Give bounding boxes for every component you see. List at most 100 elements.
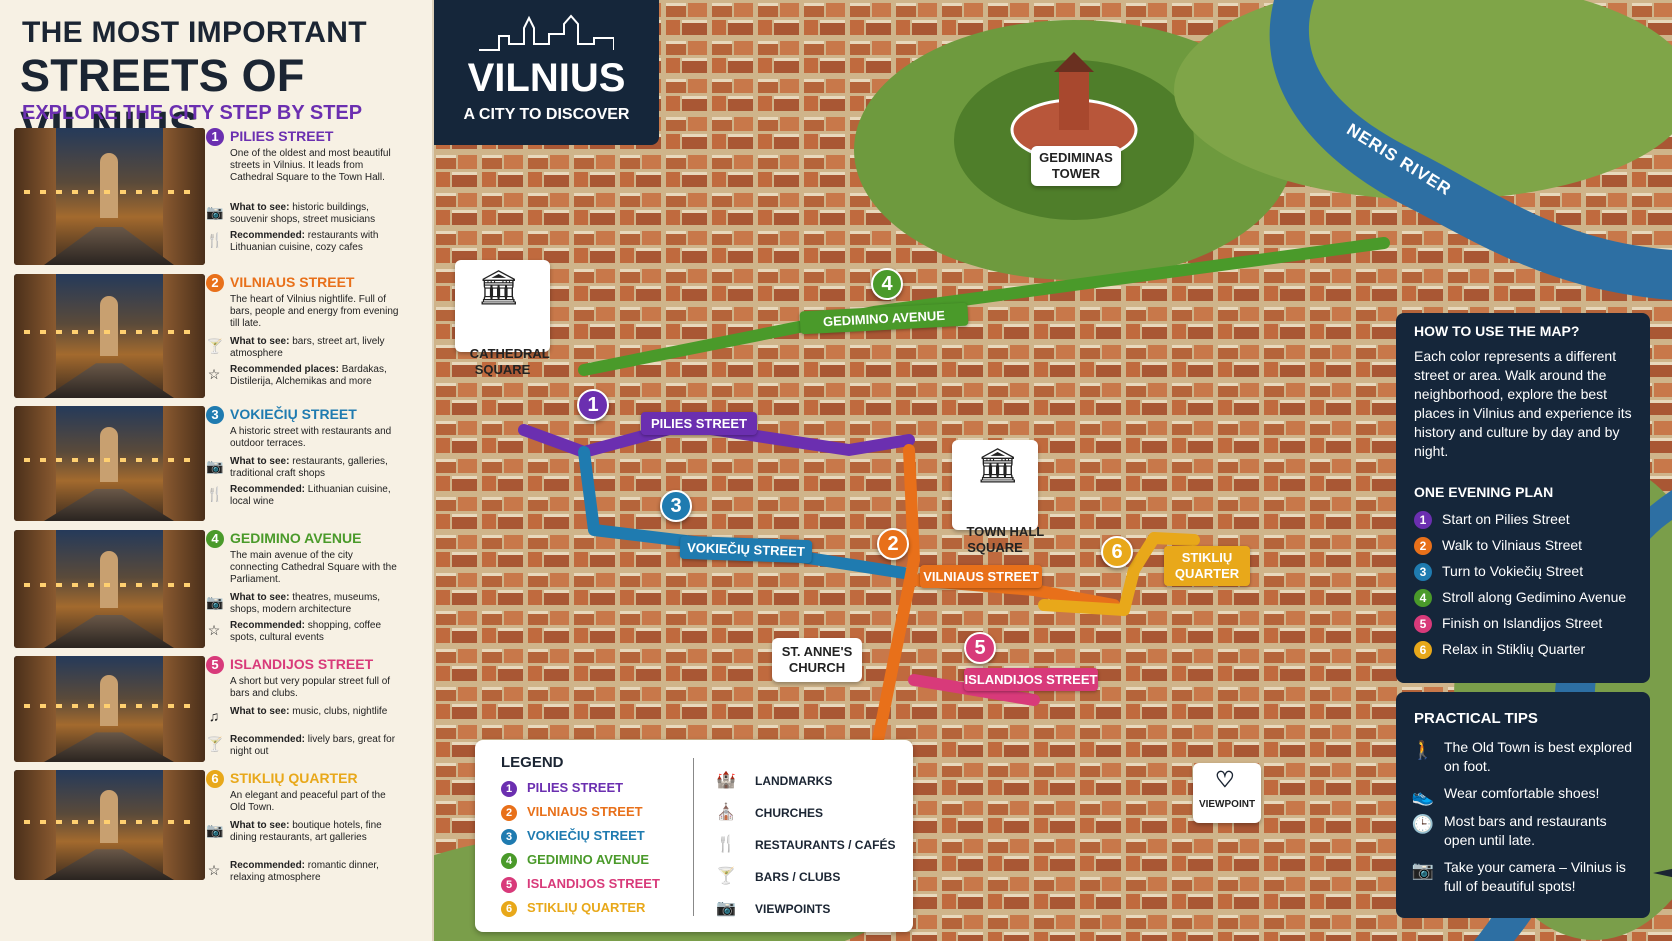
recommended-label: Recommended: xyxy=(230,860,306,871)
what-to-see: What to see: music, clubs, nightlife xyxy=(230,706,400,718)
street-description: The heart of Vilnius nightlife. Full of … xyxy=(230,294,399,329)
town-hall-square-label[interactable]: 🏛 TOWN HALL SQUARE xyxy=(952,440,1044,555)
cutlery-icon: 🍴 xyxy=(206,486,224,502)
street-number-badge: 5 xyxy=(206,656,224,674)
plan-step-text: Turn to Vokiečių Street xyxy=(1442,563,1584,579)
cathedral-square-text: CATHEDRAL SQUARE xyxy=(469,346,550,377)
street-label-badge[interactable]: VILNIAUS STREET xyxy=(920,565,1042,588)
what-to-see-text: theatres, museums, shops, modern archite… xyxy=(230,592,381,615)
street-name: PILIES STREET xyxy=(230,128,334,144)
street-label-badge[interactable]: STIKLIŲ QUARTER xyxy=(1164,546,1250,586)
cathedral-icon: 🏛 xyxy=(477,269,521,307)
legend-street-label: STIKLIŲ QUARTER xyxy=(527,900,646,915)
street-number-pin[interactable]: 5 xyxy=(964,632,996,664)
city-name: VILNIUS xyxy=(467,56,626,100)
street-label-badge[interactable]: VOKIEČIŲ STREET xyxy=(679,535,813,564)
street-number-pin[interactable]: 4 xyxy=(871,268,903,300)
city-header: VILNIUS A CITY TO DISCOVER xyxy=(434,0,659,145)
heart-pin-icon: ♡ xyxy=(1215,767,1235,792)
street-photo xyxy=(14,656,205,762)
recommended-label: Recommended places: xyxy=(230,364,339,375)
clock-icon: 🕒 xyxy=(1411,814,1435,834)
cathedral-square-label[interactable]: 🏛 CATHEDRAL SQUARE xyxy=(455,260,550,377)
viewpoint-label[interactable]: ♡ VIEWPOINT xyxy=(1193,763,1261,823)
tips-title: PRACTICAL TIPS xyxy=(1414,710,1538,727)
recommended-text: shopping, coffee spots, cultural events xyxy=(230,620,382,643)
legend-street-label: VOKIEČIŲ STREET xyxy=(527,828,645,843)
street-description: One of the oldest and most beautiful str… xyxy=(230,148,391,183)
camera-icon: 📷 xyxy=(1411,860,1435,880)
route-stikliu-quarter xyxy=(1038,532,1200,616)
recommended-text: lively bars, great for night out xyxy=(230,734,396,757)
street-number-pin[interactable]: 6 xyxy=(1101,536,1133,568)
legend-street-label: VILNIAUS STREET xyxy=(527,804,643,819)
cutlery-icon: 🍴 xyxy=(716,836,736,853)
plan-step-number: 4 xyxy=(1414,588,1432,607)
street-name: VILNIAUS STREET xyxy=(230,274,355,290)
cocktail-icon: 🍸 xyxy=(206,338,224,354)
plan-step-text: Start on Pilies Street xyxy=(1442,511,1570,527)
street-number-badge: 3 xyxy=(206,406,224,424)
compass-rose xyxy=(1653,868,1672,878)
legend-street-label: GEDIMINO AVENUE xyxy=(527,852,650,867)
tip-text: The Old Town is best explored on foot. xyxy=(1444,739,1633,774)
practical-tips-panel: PRACTICAL TIPS 🚶The Old Town is best exp… xyxy=(1396,692,1650,918)
plan-step-number: 3 xyxy=(1414,562,1432,581)
recommended-label: Recommended: xyxy=(230,230,306,241)
town-hall-text: TOWN HALL SQUARE xyxy=(966,524,1045,555)
legend-icon-label: BARS / CLUBS xyxy=(755,870,841,884)
street-label-badge[interactable]: ISLANDIJOS STREET xyxy=(964,668,1098,691)
legend-number: 4 xyxy=(501,852,517,869)
street-photo xyxy=(14,530,205,648)
church-icon: ⛪ xyxy=(716,804,736,821)
gediminas-tower-shape xyxy=(1059,70,1089,130)
street-name: VOKIEČIŲ STREET xyxy=(230,406,357,422)
street-number-pin[interactable]: 3 xyxy=(660,490,692,522)
streets-guide-panel: THE MOST IMPORTANT STREETS OF VILNIUS EX… xyxy=(0,0,434,941)
town-hall-icon: 🏛 xyxy=(976,447,1020,485)
gediminas-tower-label[interactable]: GEDIMINAS TOWER xyxy=(1031,146,1121,186)
street-name: STIKLIŲ QUARTER xyxy=(230,770,358,786)
plan-step-number: 2 xyxy=(1414,536,1432,555)
recommended-text: Lithuanian cuisine, local wine xyxy=(230,484,391,507)
recommended: Recommended: lively bars, great for nigh… xyxy=(230,734,400,758)
street-label-badge[interactable]: PILIES STREET xyxy=(641,412,757,435)
viewpoint-text: VIEWPOINT xyxy=(1198,799,1256,810)
cutlery-icon: 🍴 xyxy=(206,232,224,248)
street-number-pin[interactable]: 1 xyxy=(577,389,609,421)
st-annes-church-label[interactable]: ST. ANNE'S CHURCH xyxy=(772,638,862,682)
plan-step-number: 5 xyxy=(1414,614,1432,633)
street-number-pin[interactable]: 2 xyxy=(877,528,909,560)
street-photo xyxy=(14,770,205,880)
how-to-text: Each color represents a different street… xyxy=(1414,348,1632,459)
what-to-see-label: What to see: xyxy=(230,202,290,213)
street-description: The main avenue of the city connecting C… xyxy=(230,550,397,585)
legend-number: 5 xyxy=(501,876,517,893)
plan-step-number: 6 xyxy=(1414,640,1432,659)
recommended: Recommended: shopping, coffee spots, cul… xyxy=(230,620,400,644)
what-to-see-label: What to see: xyxy=(230,456,290,467)
legend-icon-row: 🏰LANDMARKS xyxy=(715,770,832,790)
star-icon: ☆ xyxy=(207,862,221,878)
music-icon: ♫ xyxy=(208,708,220,724)
recommended: Recommended: romantic dinner, relaxing a… xyxy=(230,860,400,884)
title-line-1: THE MOST IMPORTANT xyxy=(22,16,367,49)
legend-icon-row: ⛪CHURCHES xyxy=(715,802,823,822)
what-to-see: What to see: boutique hotels, fine dinin… xyxy=(230,820,400,844)
recommended-label: Recommended: xyxy=(230,734,306,745)
recommended: Recommended places: Bardakas, Distilerij… xyxy=(230,364,400,388)
